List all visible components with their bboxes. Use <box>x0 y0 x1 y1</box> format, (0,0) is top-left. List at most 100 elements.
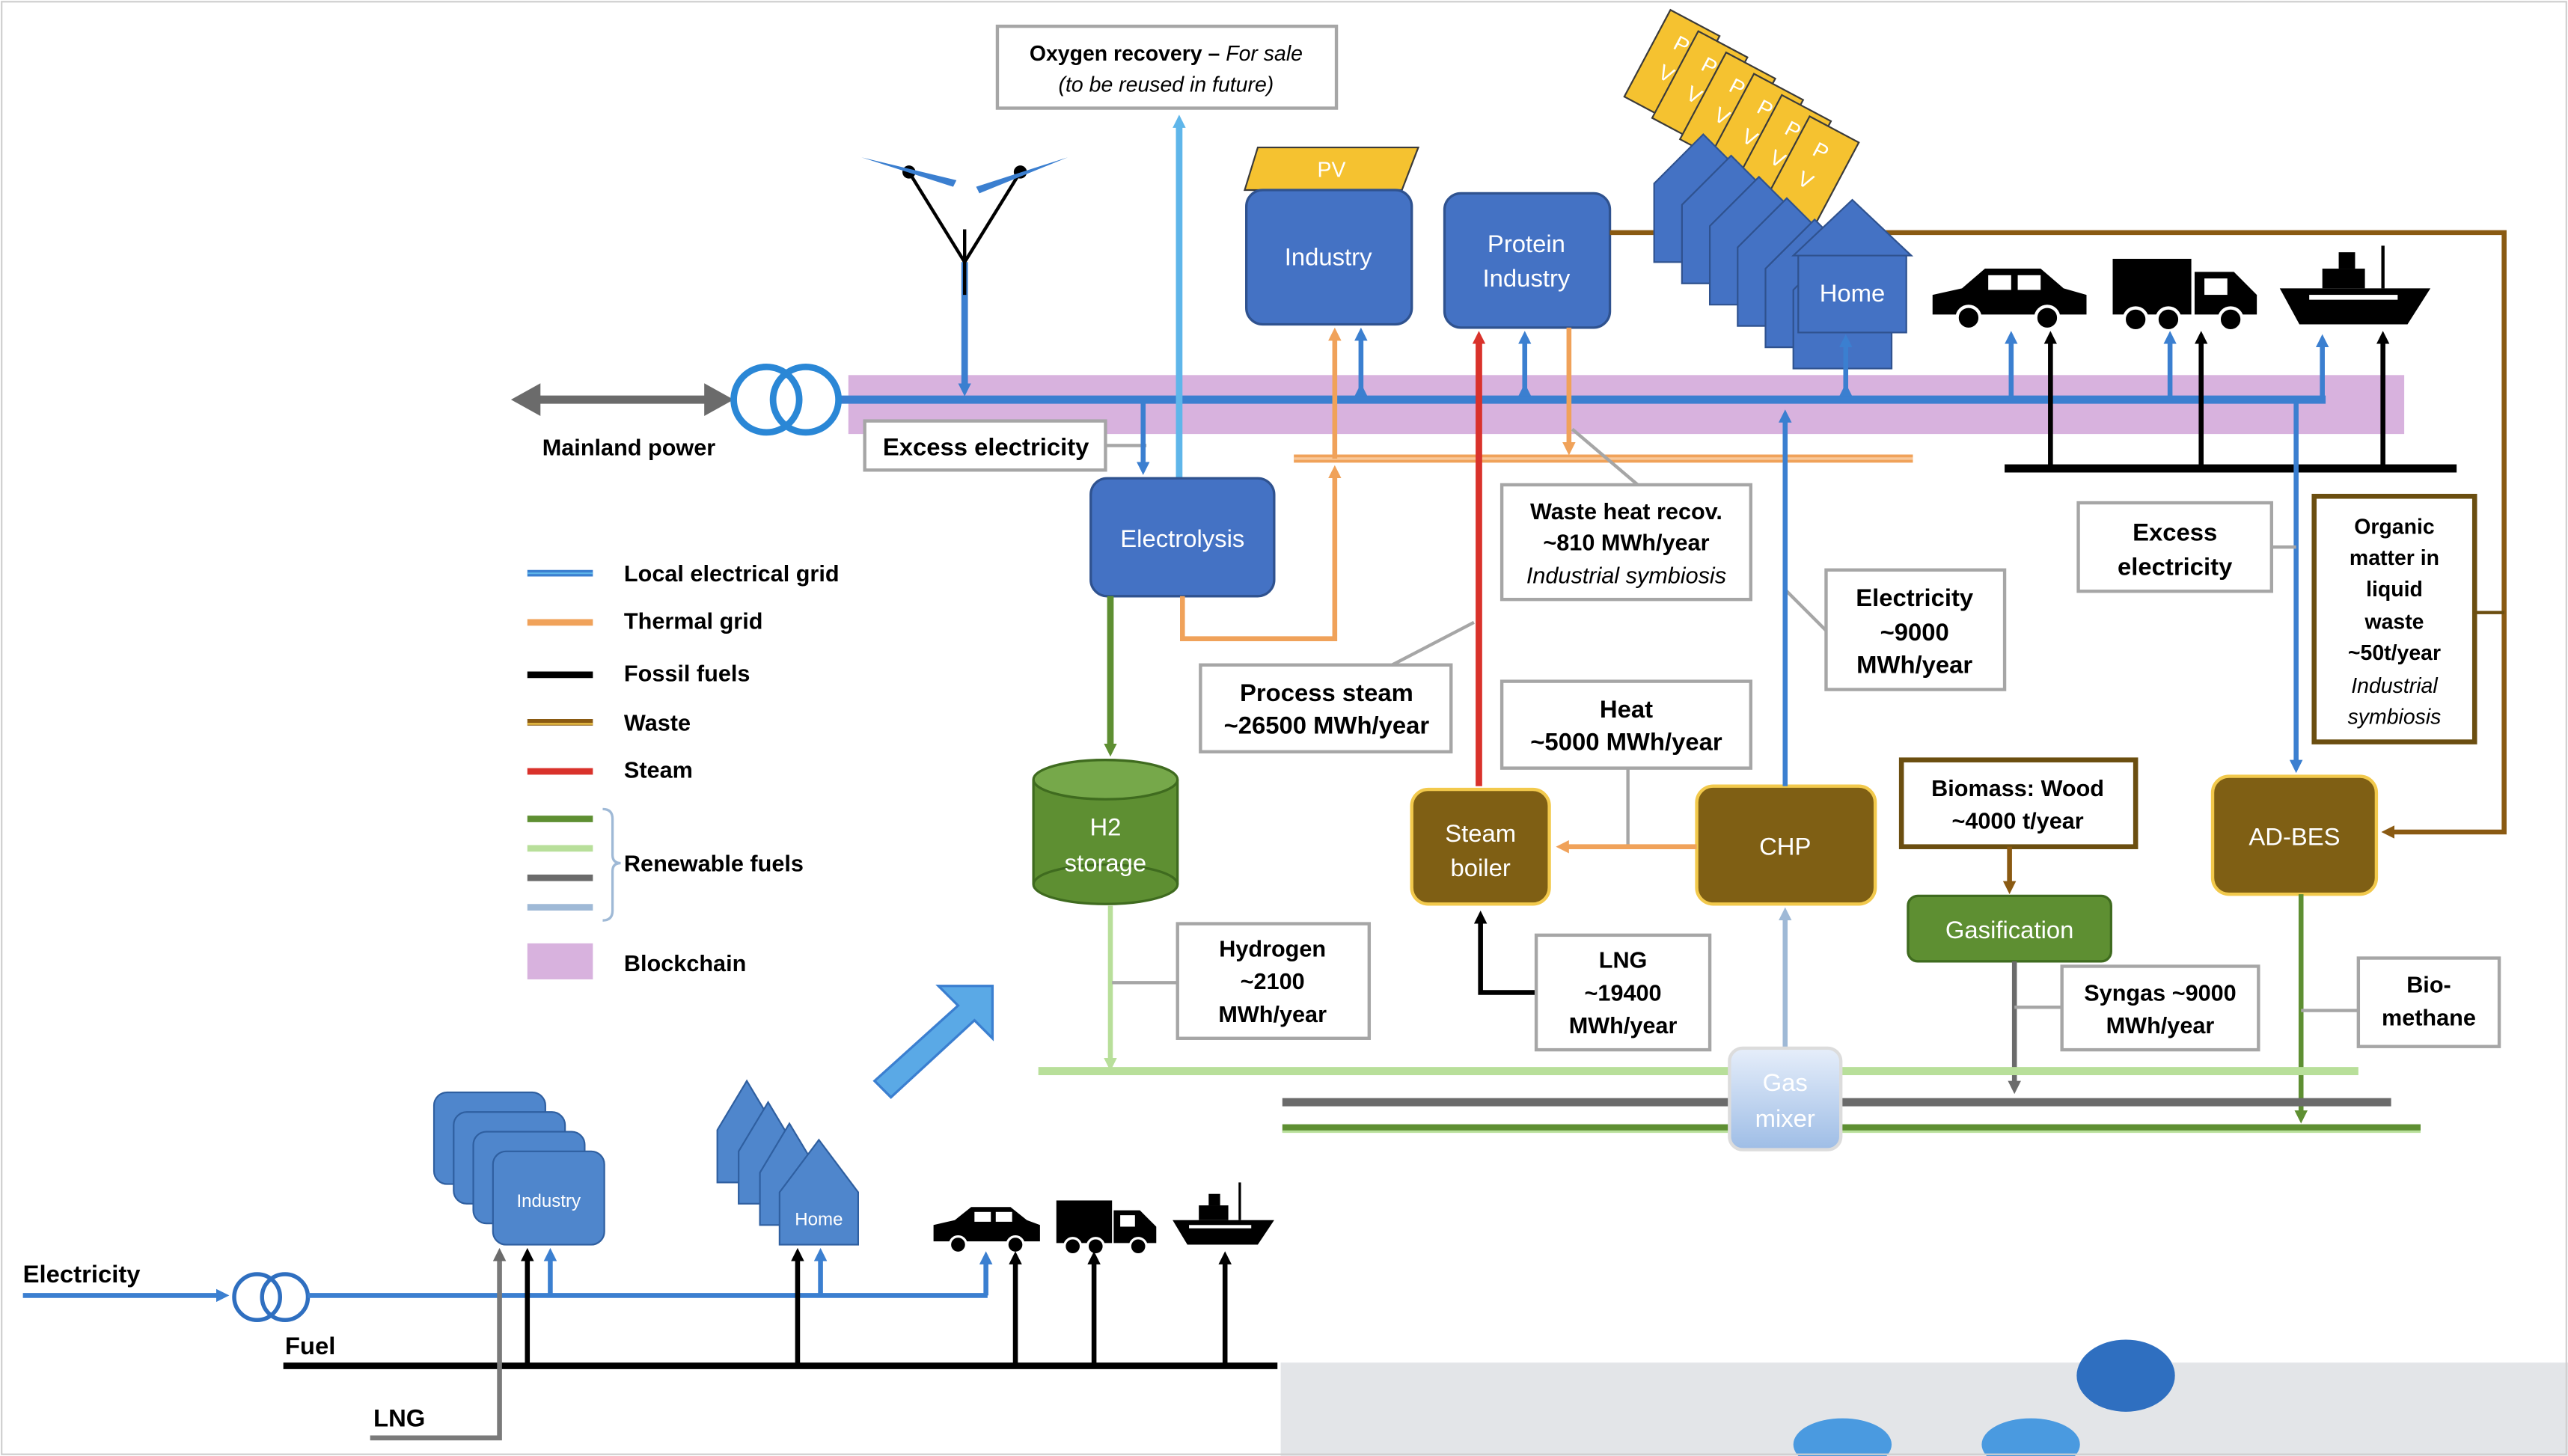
process-steam-label-2: ~26500 MWh/year <box>1224 712 1430 739</box>
waste-heat-label-1: Waste heat recov. <box>1530 499 1722 524</box>
gas-mixer-label-1: Gas <box>1763 1068 1808 1096</box>
excess-electricity-right-box <box>2076 501 2274 593</box>
legend-label-electrical: Local electrical grid <box>624 561 840 587</box>
organic-label-5: ~50t/year <box>2348 641 2441 665</box>
oxygen-label-box <box>995 24 1339 110</box>
legend: Local electrical grid Thermal grid Fossi… <box>527 561 840 979</box>
truck-icon <box>2112 258 2257 333</box>
process-steam-box <box>1199 663 1453 753</box>
oxygen-label-line2: (to be reused in future) <box>1059 73 1274 97</box>
gas-mixer-label-2: mixer <box>1755 1104 1815 1132</box>
lng-to-boiler <box>1473 911 1537 995</box>
small-car-icon <box>933 1207 1040 1255</box>
organic-matter-box <box>2311 494 2477 744</box>
wind-turbine-icon <box>861 157 1069 397</box>
syngas-label-2: MWh/year <box>2106 1013 2215 1039</box>
electrolysis-label: Electrolysis <box>1120 524 1244 552</box>
legend-label-waste: Waste <box>624 710 691 735</box>
steam-boiler-label-1: Steam <box>1445 819 1516 847</box>
syngas-label-1: Syngas ~9000 <box>2084 980 2236 1006</box>
steam-boiler-label-2: boiler <box>1451 854 1511 881</box>
oxygen-label-italic: For sale <box>1226 42 1303 66</box>
biomethane-label-1: Bio- <box>2406 972 2451 997</box>
legend-label-steam: Steam <box>624 758 693 783</box>
protein-industry-box <box>1443 192 1612 329</box>
bottom-lng-line <box>370 1247 507 1441</box>
hydrogen-label-3: MWh/year <box>1218 1002 1327 1027</box>
pv-label: PV <box>1318 158 1346 182</box>
biomass-label-2: ~4000 t/year <box>1951 809 2083 834</box>
small-home-stack-icon <box>716 1079 860 1246</box>
gas-mixer-box <box>1728 1046 1843 1151</box>
lng-box <box>1534 933 1712 1052</box>
line-green-group-icon <box>527 807 621 922</box>
biomass-label-1: Biomass: Wood <box>1931 776 2104 801</box>
bottom-transformer-icon <box>232 1272 311 1322</box>
legend-label-renewable: Renewable fuels <box>624 851 804 877</box>
hydrogen-label-2: ~2100 <box>1241 969 1305 994</box>
electrolysis-heat-line <box>1180 465 1342 641</box>
lng-label-3: MWh/year <box>1569 1013 1678 1039</box>
protein-label-1: Protein <box>1488 230 1565 257</box>
small-ship-icon <box>1173 1182 1274 1245</box>
ship-icon <box>2279 245 2431 325</box>
organic-label-1: Organic <box>2354 516 2434 539</box>
hydrogen-label-1: Hydrogen <box>1219 936 1326 961</box>
excess-electricity-box <box>863 419 1107 472</box>
steam-boiler-box <box>1410 787 1551 906</box>
bottom-lng-label: LNG <box>373 1404 425 1432</box>
gasification-box <box>1907 894 2112 963</box>
svg-text:Oxygen recovery – For sale: Oxygen recovery – For sale <box>1030 42 1303 66</box>
organic-label-2: matter in <box>2350 546 2439 570</box>
waste-heat-label-2: ~810 MWh/year <box>1543 530 1709 556</box>
mainland-label: Mainland power <box>542 435 715 461</box>
decor-circle <box>2076 1339 2175 1412</box>
biomethane-label-2: methane <box>2382 1005 2476 1030</box>
heat-label-1: Heat <box>1600 695 1653 723</box>
biomethane-box <box>2356 956 2501 1048</box>
transformer-icon <box>730 363 843 436</box>
waste-heat-label-3: Industrial symbiosis <box>1526 563 1726 588</box>
hydrogen-box <box>1176 922 1372 1040</box>
bottom-fuel-label: Fuel <box>285 1332 335 1359</box>
decor-circle <box>1981 1418 2080 1456</box>
organic-label-4: waste <box>2364 611 2424 634</box>
bottom-gray-band <box>1280 1362 2568 1456</box>
organic-label-3: liquid <box>2366 578 2423 602</box>
excess-right-label-2: electricity <box>2118 552 2233 580</box>
industry-box <box>1245 189 1413 326</box>
home-label: Home <box>1820 279 1886 307</box>
waste-line <box>1609 230 2507 839</box>
syngas-box <box>2060 964 2260 1052</box>
process-steam-label-1: Process steam <box>1240 679 1413 706</box>
bottom-electricity-label: Electricity <box>23 1260 141 1288</box>
small-home-label: Home <box>795 1209 843 1229</box>
electricity-box <box>1824 568 2007 691</box>
car-icon <box>1932 269 2087 331</box>
ad-bes-label: AD-BES <box>2248 822 2340 850</box>
h2-storage-cylinder <box>1032 759 1179 905</box>
chp-label: CHP <box>1759 833 1811 860</box>
small-industry-label: Industry <box>516 1191 581 1211</box>
h2-label-2: storage <box>1065 849 1147 877</box>
lng-label-1: LNG <box>1599 948 1648 973</box>
organic-label-6: Industrial <box>2351 674 2438 698</box>
ad-bes-box <box>2210 774 2379 896</box>
arrow-icon <box>872 985 994 1099</box>
heat-box <box>1499 679 1752 770</box>
organic-label-7: symbiosis <box>2348 706 2442 729</box>
oxygen-label-bold: Oxygen recovery – <box>1030 42 1220 66</box>
decor-circle <box>1793 1418 1892 1456</box>
home-box <box>1797 253 1907 334</box>
electricity-label-1: Electricity <box>1856 584 1974 611</box>
blockchain-band <box>848 375 2405 435</box>
biomass-box <box>1898 757 2139 849</box>
legend-label-fossil: Fossil fuels <box>624 661 750 687</box>
lng-label-2: ~19400 <box>1585 980 1662 1006</box>
swatch-purple-icon <box>527 943 593 979</box>
small-truck-icon <box>1056 1200 1157 1256</box>
waste-heat-box <box>1499 483 1752 602</box>
legend-label-thermal: Thermal grid <box>624 609 763 634</box>
electricity-label-3: MWh/year <box>1856 651 1972 679</box>
